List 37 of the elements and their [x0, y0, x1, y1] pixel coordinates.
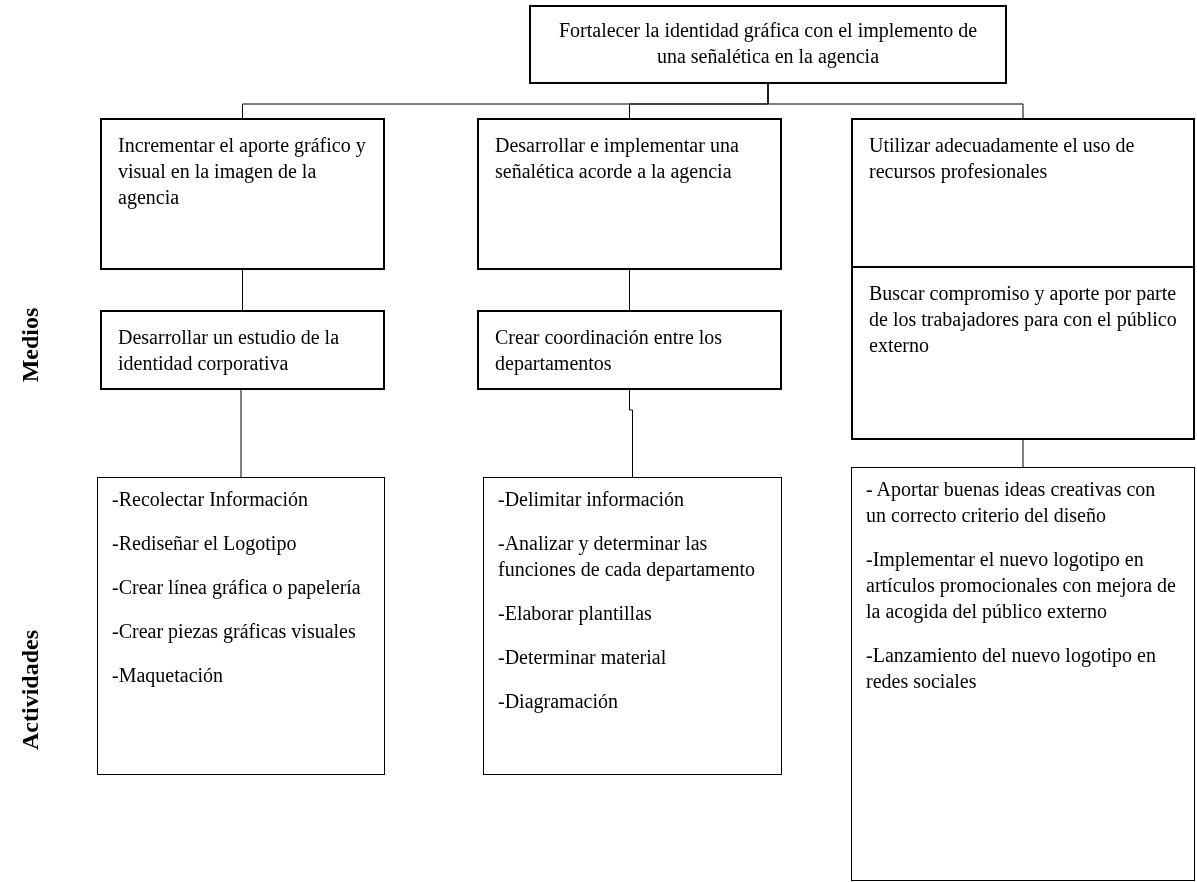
box-text: Fortalecer la identidad gráfica con el implemento de una señalética en la agencia: [557, 18, 979, 69]
activity-text: -Elaborar plantillas: [498, 601, 653, 626]
activity-text: -Maquetación: [112, 663, 225, 688]
activity-text: -Recolectar Información: [112, 487, 309, 512]
connector-line: [629, 269, 630, 311]
activity-text: -Lanzamiento del nuevo logotipo en redes sociales: [866, 643, 1157, 694]
objective-box: [851, 266, 1195, 440]
section-label: Actividades: [16, 630, 44, 750]
activity-box: [483, 477, 782, 775]
activity-text: -Determinar material: [498, 645, 668, 670]
connector-line: [629, 389, 633, 478]
objective-box: [477, 118, 782, 270]
box-text: Incrementar el aporte gráfico y visual en la imagen de la agencia: [118, 133, 367, 210]
section-label: Medios: [16, 307, 44, 383]
goal-box: [529, 5, 1007, 84]
activity-box: [851, 467, 1195, 881]
connector-line: [242, 269, 243, 311]
activity-text: -Rediseñar el Logotipo: [112, 531, 298, 556]
activity-box: [97, 477, 385, 775]
connector-line: [767, 83, 1024, 119]
objective-box: [477, 310, 782, 390]
connector-line: [1022, 439, 1024, 468]
box-text: Desarrollar e implementar una señalética acorde a la agencia: [495, 133, 740, 184]
activity-text: - Aportar buenas ideas creativas con un correcto criterio del diseño: [866, 477, 1157, 528]
box-text: Utilizar adecuadamente el uso de recursos profesionales: [869, 133, 1136, 184]
activity-text: -Analizar y determinar las funciones de cada departamento: [498, 531, 757, 582]
objective-box: [100, 118, 385, 270]
box-text: Desarrollar un estudio de la identidad corporativa: [118, 325, 341, 376]
activity-text: -Crear línea gráfica o papelería: [112, 575, 362, 600]
box-text: Buscar compromiso y aporte por parte de los trabajadores para con el público externo: [869, 281, 1177, 358]
box-text: Crear coordinación entre los departamentos: [495, 325, 724, 376]
objective-box: [100, 310, 385, 390]
activity-text: -Implementar el nuevo logotipo en artículos promocionales con mejora de la acogida del público externo: [866, 547, 1177, 624]
activity-text: -Diagramación: [498, 689, 619, 714]
activity-text: -Delimitar información: [498, 487, 686, 512]
connector-line: [240, 389, 242, 478]
activity-text: -Crear piezas gráficas visuales: [112, 619, 357, 644]
